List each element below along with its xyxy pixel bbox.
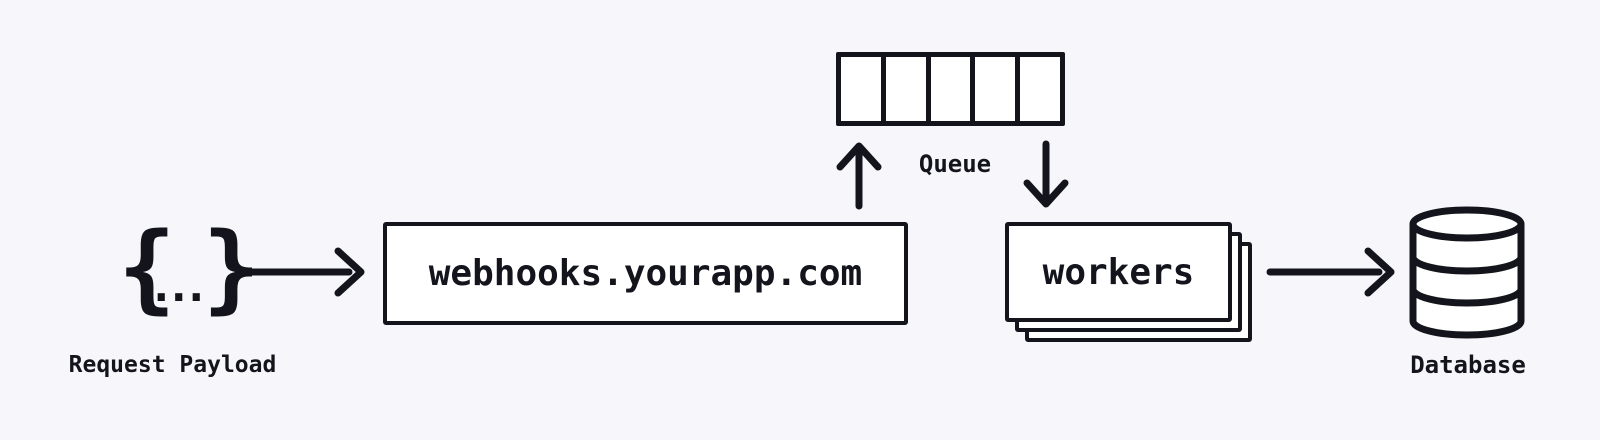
queue-cell	[925, 57, 971, 121]
workers-label: workers	[1042, 251, 1195, 293]
database-icon	[1409, 206, 1525, 339]
payload-dots: ...	[148, 261, 210, 312]
payload-label: Request Payload	[68, 352, 277, 378]
brace-left: {	[118, 212, 176, 324]
queue-cell	[880, 57, 926, 121]
queue-cell	[841, 57, 881, 121]
server-node: webhooks.yourapp.com	[383, 222, 908, 325]
database-label: Database	[1410, 351, 1526, 379]
arrow-server-to-queue-icon	[836, 142, 882, 210]
workers-node: workers	[1005, 222, 1253, 343]
brace-right: }	[202, 212, 261, 324]
worker-box-front: workers	[1005, 222, 1232, 322]
arrow-queue-to-workers-icon	[1023, 140, 1069, 208]
arrow-workers-to-database-icon	[1266, 247, 1395, 297]
queue-label: Queue	[918, 150, 992, 178]
json-payload-icon: { ... }	[118, 212, 260, 324]
queue-cell	[970, 57, 1016, 121]
queue-icon	[836, 52, 1065, 126]
server-label: webhooks.yourapp.com	[428, 253, 863, 294]
queue-cell	[1015, 57, 1060, 121]
